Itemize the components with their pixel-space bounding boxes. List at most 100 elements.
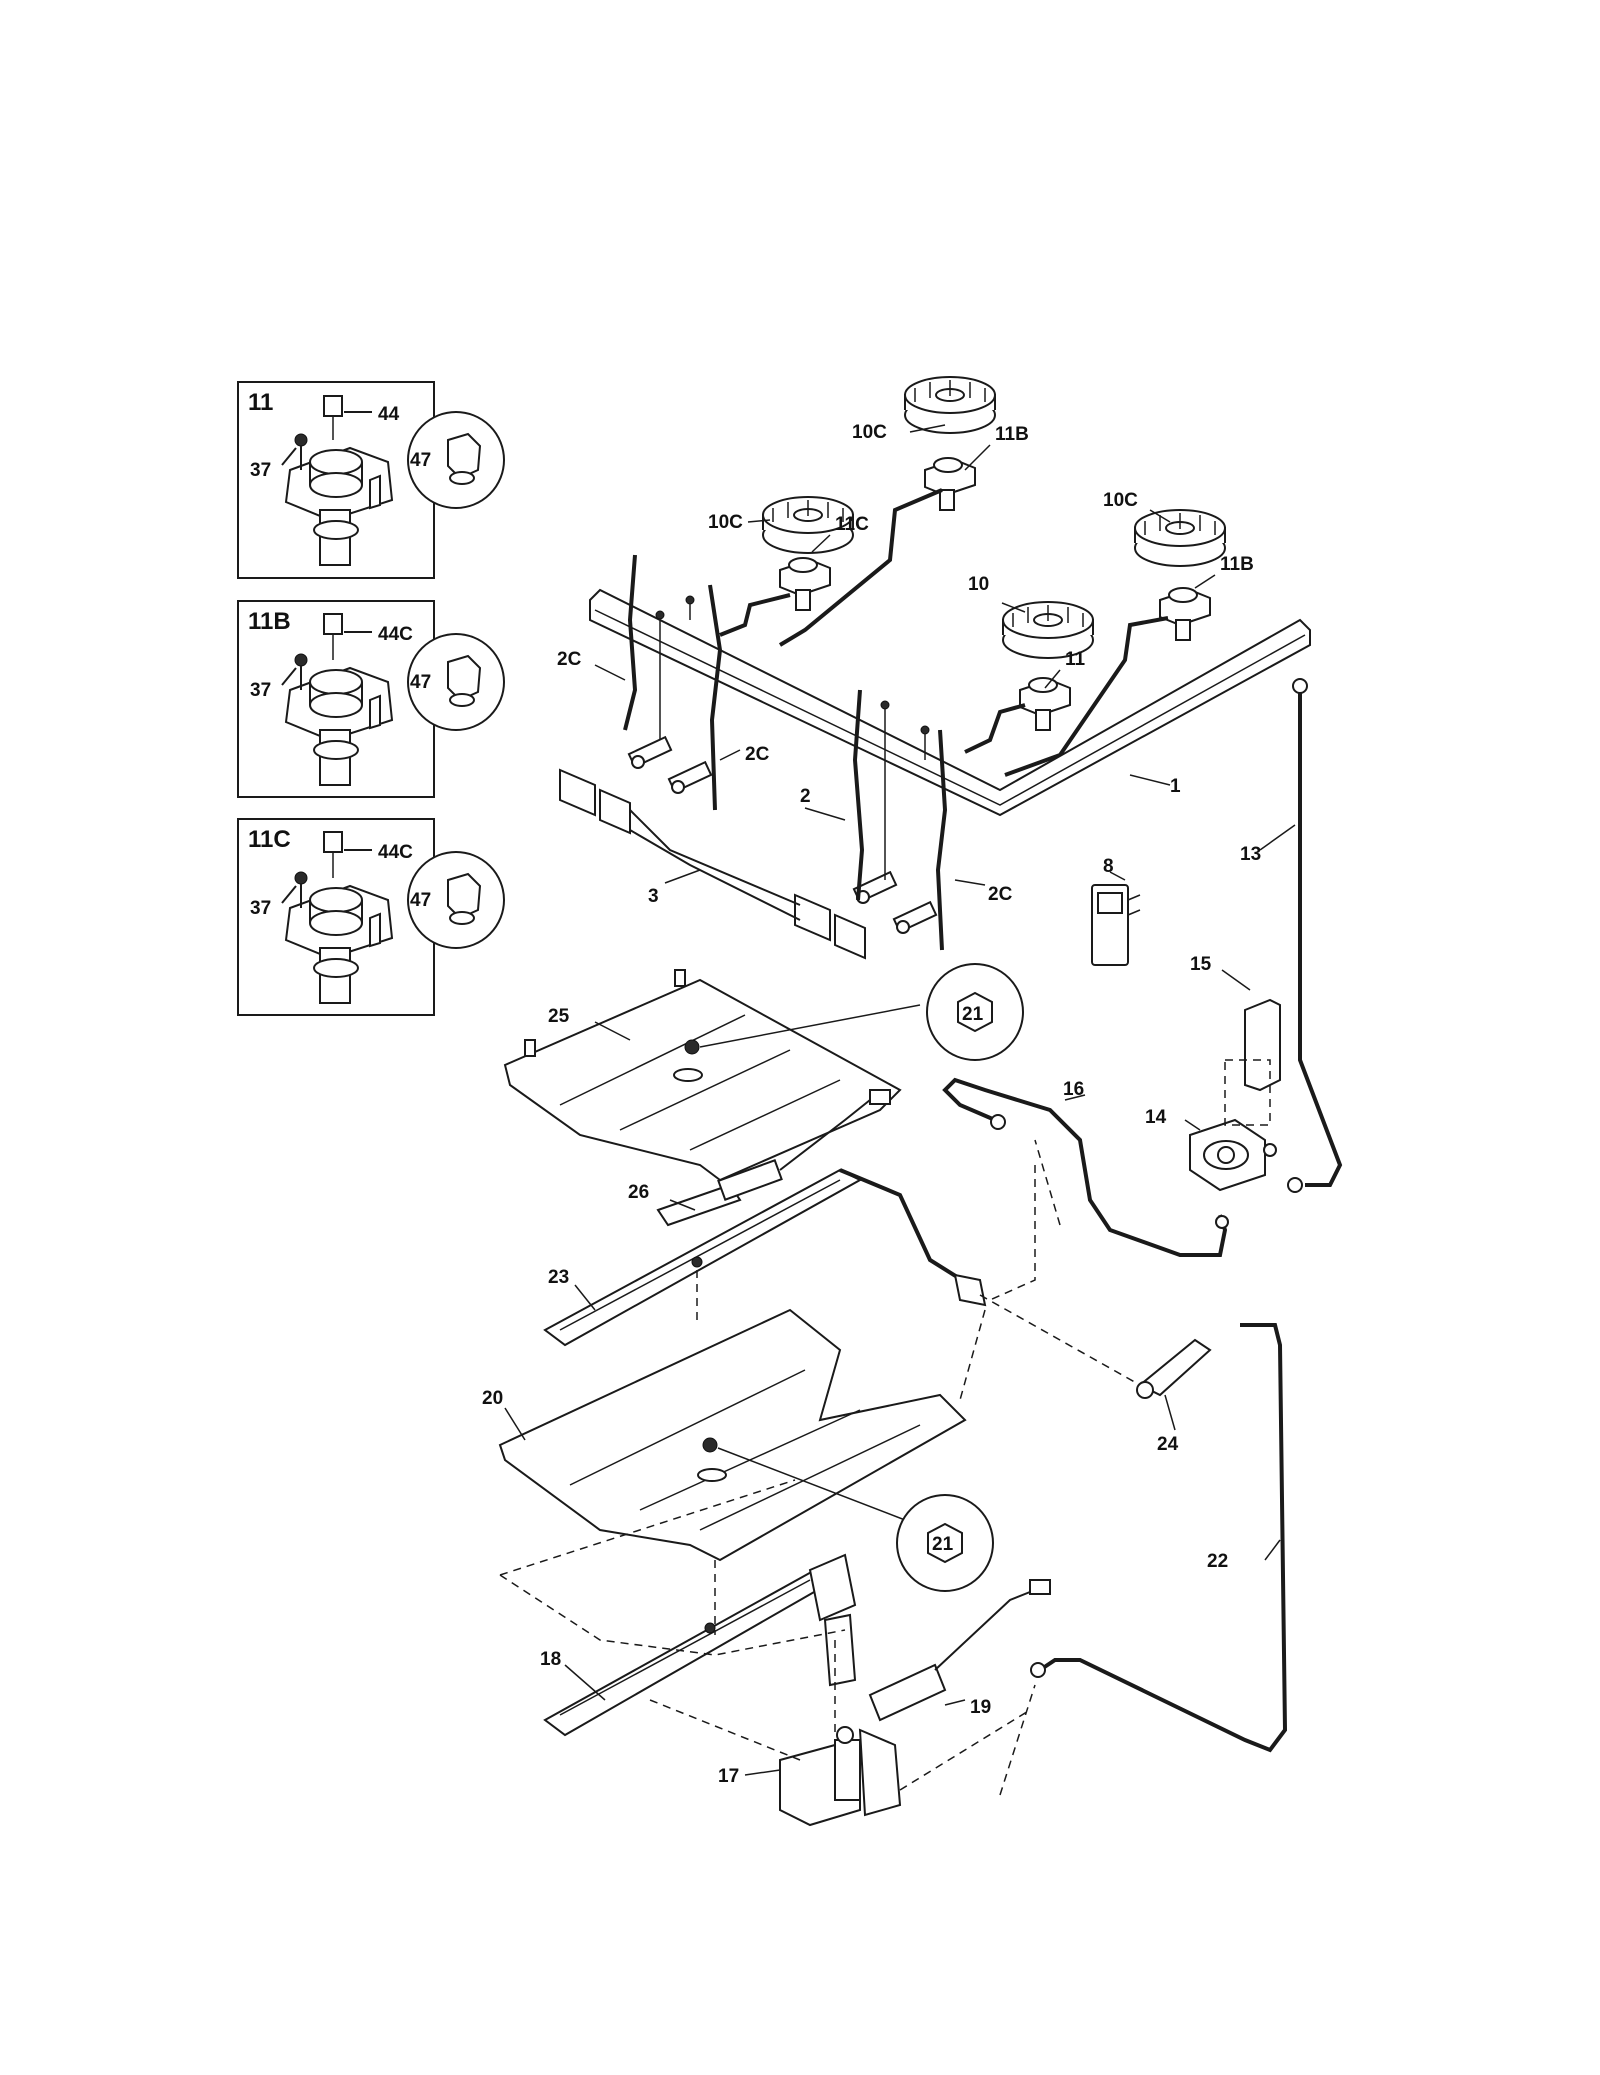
inset-label-detail: 47 bbox=[410, 450, 431, 471]
burner-tube-front bbox=[964, 703, 1026, 754]
inset-title: 11B bbox=[248, 608, 291, 635]
valve-screws bbox=[655, 595, 930, 880]
inset-title: 11C bbox=[248, 826, 291, 853]
dashed-alignment-lines bbox=[499, 1139, 1141, 1796]
callout-10c-rear-center: 10C bbox=[852, 422, 887, 443]
fitting bbox=[990, 1114, 1006, 1130]
orifice-icon bbox=[323, 613, 343, 660]
inset-label-orifice: 44C bbox=[378, 842, 413, 863]
manifold-rail bbox=[589, 588, 1311, 817]
callout-17: 17 bbox=[718, 1766, 739, 1787]
burner-base-icon bbox=[284, 666, 394, 786]
broiler-baffle bbox=[503, 969, 902, 1182]
orifice-icon bbox=[323, 831, 343, 878]
inset-11c: 11C 44C 37 47 bbox=[237, 818, 505, 1016]
gas-line-16 bbox=[942, 1077, 1228, 1257]
inset-title: 11 bbox=[248, 389, 273, 416]
burner-base-icon bbox=[284, 446, 394, 566]
nut-icon bbox=[927, 1522, 963, 1564]
callout-leaders bbox=[504, 424, 1296, 1776]
callout-11: 11 bbox=[1065, 649, 1086, 670]
inset-label-screw: 37 bbox=[250, 460, 271, 481]
nut-fitting bbox=[702, 1437, 718, 1453]
burner-head-front bbox=[1002, 601, 1094, 659]
dashed-guide bbox=[1224, 1059, 1271, 1126]
callout-13: 13 bbox=[1240, 844, 1261, 865]
burner-screw bbox=[691, 1256, 703, 1268]
inset-label-screw: 37 bbox=[250, 680, 271, 701]
callout-23: 23 bbox=[548, 1267, 569, 1288]
callout-2c-front: 2C bbox=[988, 884, 1013, 905]
callout-10c-rear-left: 10C bbox=[708, 512, 743, 533]
inset-label-detail: 47 bbox=[410, 890, 431, 911]
callout-20: 20 bbox=[482, 1388, 503, 1409]
callout-25: 25 bbox=[548, 1006, 570, 1027]
callout-18: 18 bbox=[540, 1649, 561, 1670]
screw-icon bbox=[294, 653, 308, 690]
inset-label-detail: 47 bbox=[410, 672, 431, 693]
fitting bbox=[1215, 1215, 1229, 1229]
gas-line-13 bbox=[1298, 690, 1343, 1187]
igniter-lower bbox=[868, 1579, 1051, 1722]
pressure-regulator bbox=[1189, 1118, 1277, 1192]
igniter-upper bbox=[656, 1089, 891, 1227]
bake-burner bbox=[543, 1553, 857, 1737]
callout-19: 19 bbox=[970, 1697, 991, 1718]
callout-2c-mid: 2C bbox=[745, 744, 770, 765]
nut-fitting bbox=[684, 1039, 700, 1055]
inset-label-screw: 37 bbox=[250, 898, 271, 919]
valve-bracket bbox=[559, 768, 866, 960]
fitting bbox=[1287, 1177, 1303, 1193]
callout-21-lower: 21 bbox=[932, 1534, 954, 1555]
burner-head-rear-center bbox=[904, 376, 996, 434]
callout-10c-right: 10C bbox=[1103, 490, 1138, 511]
inset-label-orifice: 44C bbox=[378, 624, 413, 645]
broil-burner-tube bbox=[543, 1168, 987, 1347]
screw-icon bbox=[294, 871, 308, 908]
burner-base-right bbox=[1159, 587, 1211, 641]
nut-icon bbox=[447, 872, 482, 925]
orifice-spud bbox=[1136, 1338, 1212, 1399]
orifice-icon bbox=[323, 395, 343, 440]
callout-21-upper: 21 bbox=[962, 1004, 984, 1025]
valve-rear-1 bbox=[627, 735, 673, 769]
nut-icon bbox=[447, 654, 482, 707]
nut-icon bbox=[447, 432, 482, 485]
callout-8: 8 bbox=[1103, 856, 1114, 877]
callout-22: 22 bbox=[1207, 1551, 1228, 1572]
fitting bbox=[1030, 1662, 1046, 1678]
fitting bbox=[1292, 678, 1308, 694]
callout-2c-left: 2C bbox=[557, 649, 582, 670]
gas-line-22 bbox=[1038, 1323, 1288, 1753]
burner-base-rear-center bbox=[924, 457, 976, 511]
burner-head-right bbox=[1134, 509, 1226, 567]
oven-gas-valve bbox=[779, 1726, 902, 1827]
burner-tube-right bbox=[1004, 616, 1169, 777]
nut-icon bbox=[957, 991, 993, 1033]
bake-baffle bbox=[498, 1308, 967, 1562]
callout-1: 1 bbox=[1170, 776, 1181, 797]
ignition-wires bbox=[623, 554, 948, 951]
callout-11c: 11C bbox=[835, 514, 869, 535]
inset-label-orifice: 44 bbox=[378, 404, 400, 425]
spark-module bbox=[1091, 884, 1141, 966]
callout-14: 14 bbox=[1145, 1107, 1167, 1128]
screw-icon bbox=[294, 433, 308, 470]
callout-10: 10 bbox=[968, 574, 989, 595]
regulator-bracket bbox=[1244, 998, 1281, 1092]
burner-tube-rear-center bbox=[778, 488, 943, 647]
callout-11b-right: 11B bbox=[1220, 554, 1254, 575]
valve-front-2 bbox=[892, 900, 938, 934]
valve-rear-2 bbox=[667, 760, 713, 794]
burner-tube-rear-left bbox=[719, 593, 791, 637]
callout-16: 16 bbox=[1063, 1079, 1084, 1100]
burner-base-rear-left bbox=[779, 557, 831, 611]
burner-base-front bbox=[1019, 677, 1071, 731]
burner-base-icon bbox=[284, 884, 394, 1004]
inset-11: 11 44 37 47 bbox=[237, 381, 505, 579]
leader bbox=[717, 1447, 906, 1521]
burner-head-rear-left bbox=[762, 496, 854, 554]
callout-11b-rear-center: 11B bbox=[995, 424, 1029, 445]
callout-3: 3 bbox=[648, 886, 659, 907]
